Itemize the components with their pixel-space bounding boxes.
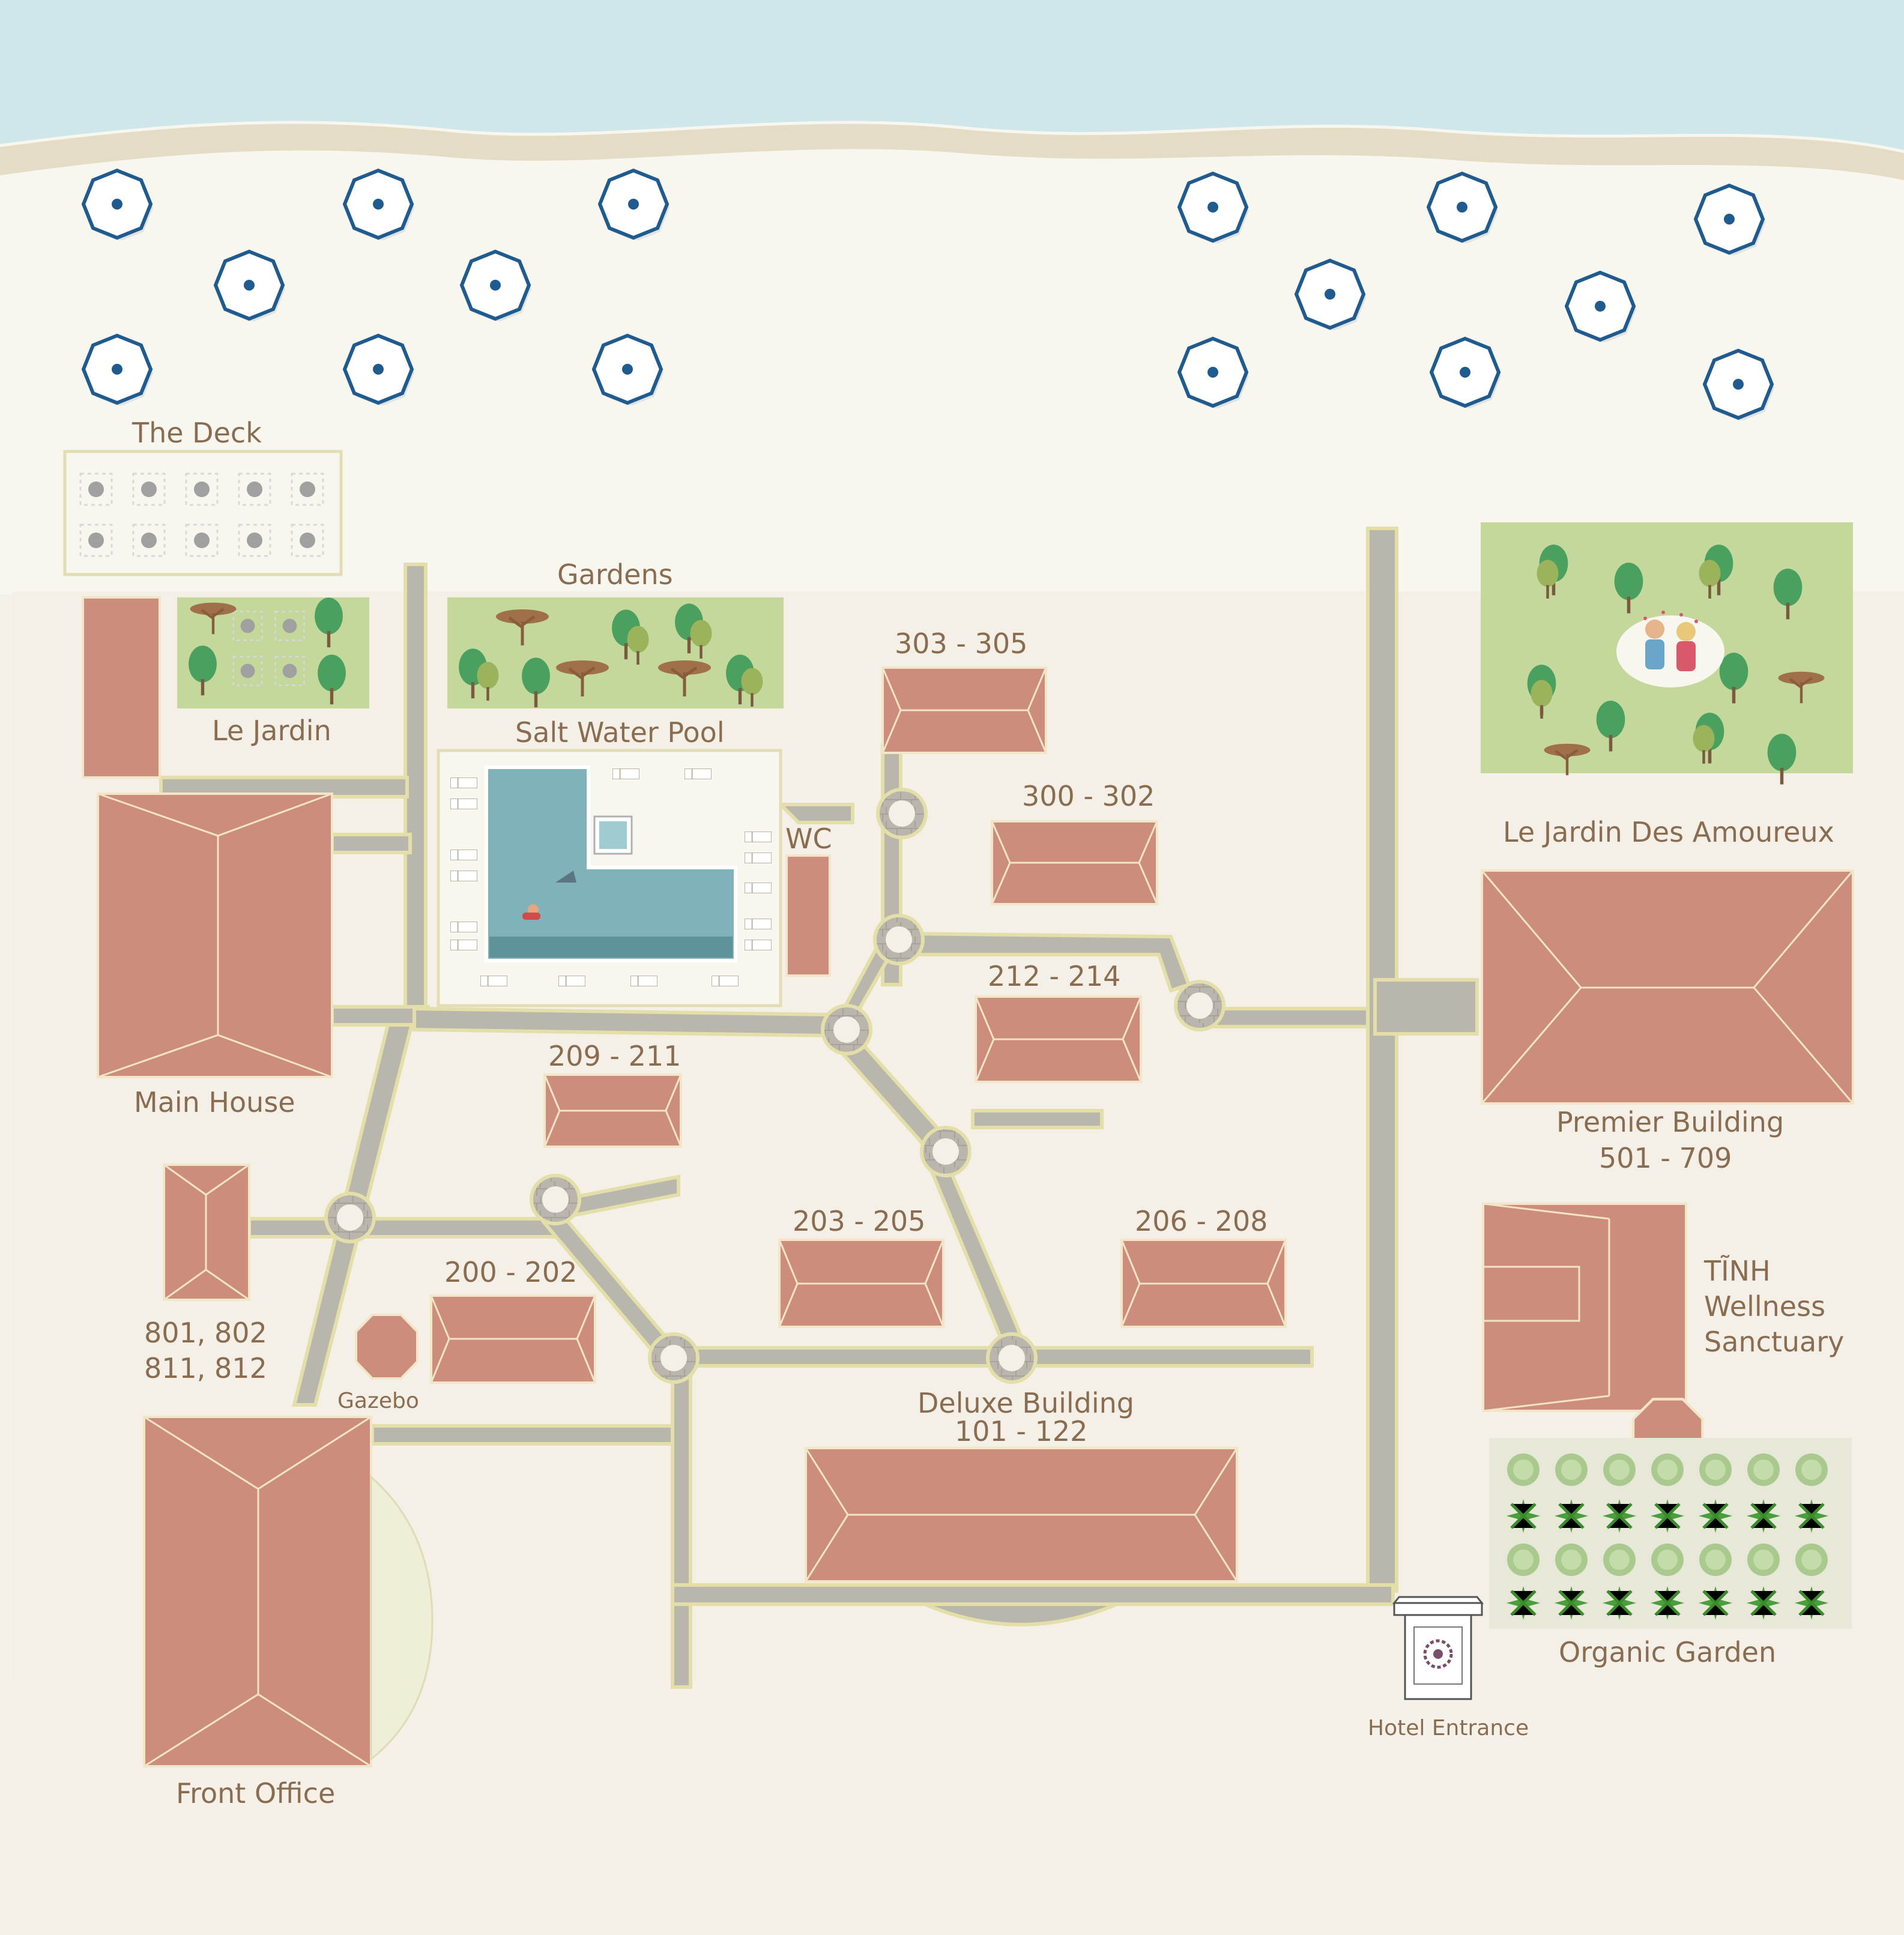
premier-rooms-label: 501 - 709 xyxy=(1599,1142,1732,1174)
swimmer-icon xyxy=(522,871,576,920)
gardens-label: Gardens xyxy=(557,558,673,591)
lounger-icon xyxy=(745,940,772,950)
herb-icon xyxy=(1603,1586,1636,1620)
lounger-icon xyxy=(685,768,712,779)
cabbage-icon xyxy=(1651,1544,1684,1576)
pool xyxy=(485,765,737,962)
building-200-202 xyxy=(430,1294,596,1384)
cabbage-icon xyxy=(1507,1544,1540,1576)
herb-icon xyxy=(1795,1499,1828,1533)
cabbage-icon xyxy=(1747,1544,1780,1576)
premier-building-label: Premier Building xyxy=(1556,1106,1784,1138)
building-206-208 xyxy=(1120,1239,1287,1328)
rooms-209-211-label: 209 - 211 xyxy=(548,1040,681,1072)
cabbage-icon xyxy=(1555,1454,1588,1486)
lounger-icon xyxy=(745,919,772,929)
roundabouts xyxy=(324,788,1226,1384)
lounger-icon xyxy=(450,922,477,932)
cabbage-icon xyxy=(1795,1544,1828,1576)
lounger-icon xyxy=(745,832,772,842)
cabbage-icon xyxy=(1603,1544,1636,1576)
hotel-entrance-icon xyxy=(1392,1596,1484,1700)
front-office xyxy=(143,1416,434,1767)
deluxe-building xyxy=(805,1447,1238,1583)
wc-label: WC xyxy=(785,823,832,855)
herb-icon xyxy=(1555,1499,1588,1533)
building-212-214 xyxy=(975,995,1142,1083)
salt-water-pool-label: Salt Water Pool xyxy=(515,716,725,749)
cabbage-icon xyxy=(1651,1454,1684,1486)
le-jardin-des-amoureux-label: Le Jardin Des Amoureux xyxy=(1503,816,1834,848)
herb-icon xyxy=(1507,1586,1540,1620)
couple-icon xyxy=(1616,611,1724,687)
rooms-200-202-label: 200 - 202 xyxy=(444,1256,577,1288)
lounger-icon xyxy=(558,976,585,986)
herb-icon xyxy=(1699,1586,1732,1620)
lounger-icon xyxy=(630,976,657,986)
rooms-206-208-label: 206 - 208 xyxy=(1135,1205,1268,1237)
lounger-icon xyxy=(612,768,639,779)
rooms-300-302-label: 300 - 302 xyxy=(1022,780,1155,812)
cabbage-icon xyxy=(1747,1454,1780,1486)
lounger-icon xyxy=(712,976,739,986)
tinh-label-line2: Wellness xyxy=(1704,1290,1825,1323)
rooms-303-305-label: 303 - 305 xyxy=(895,627,1027,660)
villa-801-812 xyxy=(163,1164,250,1301)
gazebo-label: Gazebo xyxy=(337,1389,419,1413)
tinh-label-line1: TĨNH xyxy=(1703,1255,1771,1287)
rooms-212-214-label: 212 - 214 xyxy=(988,960,1120,992)
building-203-205 xyxy=(778,1239,944,1328)
front-office-label: Front Office xyxy=(176,1777,335,1810)
cabbage-icon xyxy=(1555,1544,1588,1576)
herb-icon xyxy=(1603,1499,1636,1533)
deluxe-building-label: Deluxe Building xyxy=(917,1387,1134,1419)
herb-icon xyxy=(1747,1499,1780,1533)
main-house xyxy=(97,792,333,1078)
main-house-annex xyxy=(82,596,161,779)
cabbage-icon xyxy=(1699,1454,1732,1486)
the-deck-label: The Deck xyxy=(131,417,262,449)
lounger-icon xyxy=(745,883,772,893)
wet-sand xyxy=(0,124,1904,180)
main-house-label: Main House xyxy=(134,1086,295,1118)
rooms-203-205-label: 203 - 205 xyxy=(793,1205,925,1237)
herb-icon xyxy=(1651,1499,1684,1533)
gazebo xyxy=(355,1314,419,1380)
herb-icon xyxy=(1699,1499,1732,1533)
herb-icon xyxy=(1795,1586,1828,1620)
herb-icon xyxy=(1747,1586,1780,1620)
wc-building xyxy=(785,854,831,977)
deluxe-rooms-label: 101 - 122 xyxy=(955,1415,1087,1447)
herb-icon xyxy=(1651,1586,1684,1620)
lounger-icon xyxy=(450,798,477,809)
salt-water-pool-area xyxy=(437,749,782,1007)
lounger-icon xyxy=(450,850,477,860)
cabbage-icon xyxy=(1699,1544,1732,1576)
lounger-icon xyxy=(450,871,477,881)
cabbage-icon xyxy=(1603,1454,1636,1486)
lounger-icon xyxy=(480,976,507,986)
cabbage-icon xyxy=(1507,1454,1540,1486)
herb-icon xyxy=(1507,1499,1540,1533)
villas-label-line2: 811, 812 xyxy=(144,1352,267,1384)
the-deck xyxy=(63,450,343,576)
lounger-icon xyxy=(745,853,772,863)
cabbage-icon xyxy=(1795,1454,1828,1486)
lounger-icon xyxy=(450,777,477,788)
villas-label-line1: 801, 802 xyxy=(144,1317,267,1349)
herb-icon xyxy=(1555,1586,1588,1620)
lounger-icon xyxy=(450,940,477,950)
beach-sand xyxy=(0,121,1904,594)
organic-garden-label: Organic Garden xyxy=(1559,1636,1776,1668)
tinh-label-line3: Sanctuary xyxy=(1704,1326,1844,1358)
le-jardin-label: Le Jardin xyxy=(212,714,331,747)
building-303-305 xyxy=(881,666,1047,754)
tinh-wellness-sanctuary xyxy=(1482,1203,1704,1470)
premier-building xyxy=(1481,869,1854,1105)
walkways xyxy=(159,527,1479,1689)
building-300-302 xyxy=(991,820,1158,905)
building-209-211 xyxy=(543,1073,682,1148)
hotel-entrance-label: Hotel Entrance xyxy=(1368,1716,1529,1740)
